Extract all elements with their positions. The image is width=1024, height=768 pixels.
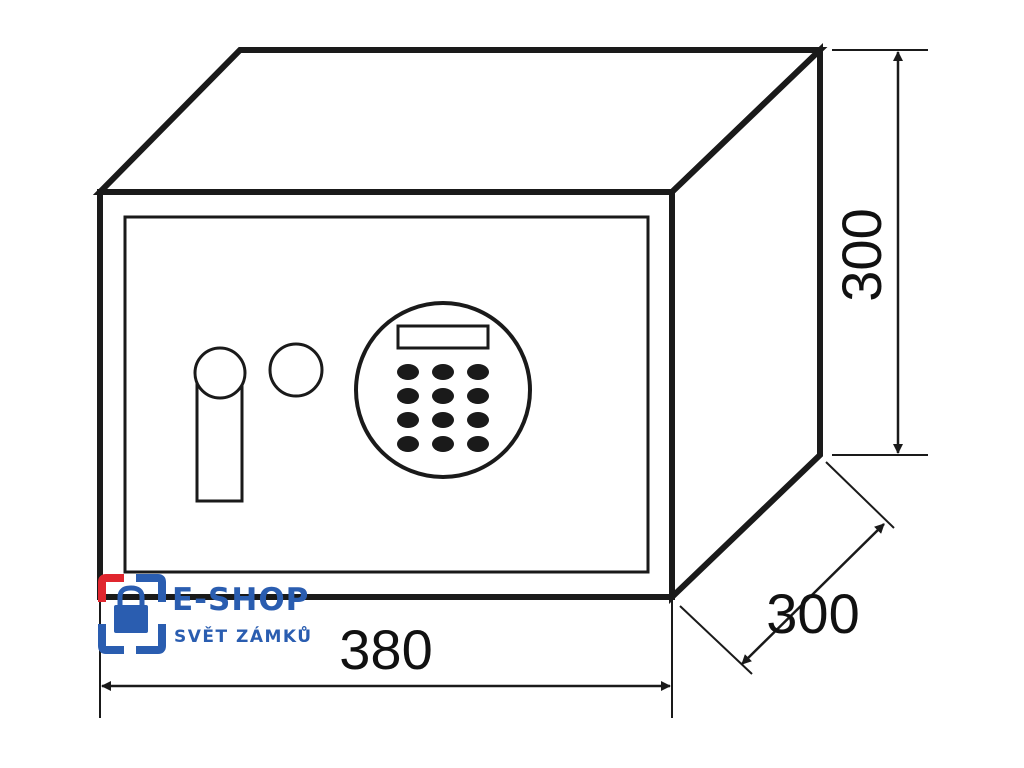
lock-knob (268, 342, 324, 398)
height-dimension (832, 49, 928, 456)
logo-title: E-SHOP (172, 582, 309, 618)
keypad-button (432, 364, 454, 380)
width-dimension-label: 380 (339, 618, 432, 681)
keypad-button (397, 388, 419, 404)
padlock-icon (98, 574, 166, 654)
depth-dim-line (741, 523, 885, 665)
keypad-button (467, 436, 489, 452)
keypad-button (432, 412, 454, 428)
keypad-button (397, 364, 419, 380)
keypad-button (397, 412, 419, 428)
keypad-button (467, 388, 489, 404)
height-dimension-label: 300 (830, 208, 893, 301)
keypad-button (467, 364, 489, 380)
depth-dimension (679, 461, 895, 675)
keypad-button (432, 436, 454, 452)
depth-ext-back (825, 461, 895, 529)
electronic-keypad (354, 301, 532, 479)
eshop-logo: E-SHOP SVĚT ZÁMKŮ (98, 574, 313, 654)
keypad-button (397, 436, 419, 452)
handle-knob (193, 346, 247, 400)
depth-ext-front (679, 605, 753, 675)
safe-handle (193, 346, 247, 503)
keypad-display (396, 324, 490, 350)
width-dimension (99, 600, 673, 718)
keypad-button (467, 412, 489, 428)
keypad-buttons (397, 364, 489, 452)
handle-bar (195, 376, 244, 503)
depth-dimension-label: 300 (766, 582, 859, 645)
keypad-button (432, 388, 454, 404)
logo-subtitle: SVĚT ZÁMKŮ (174, 624, 313, 647)
